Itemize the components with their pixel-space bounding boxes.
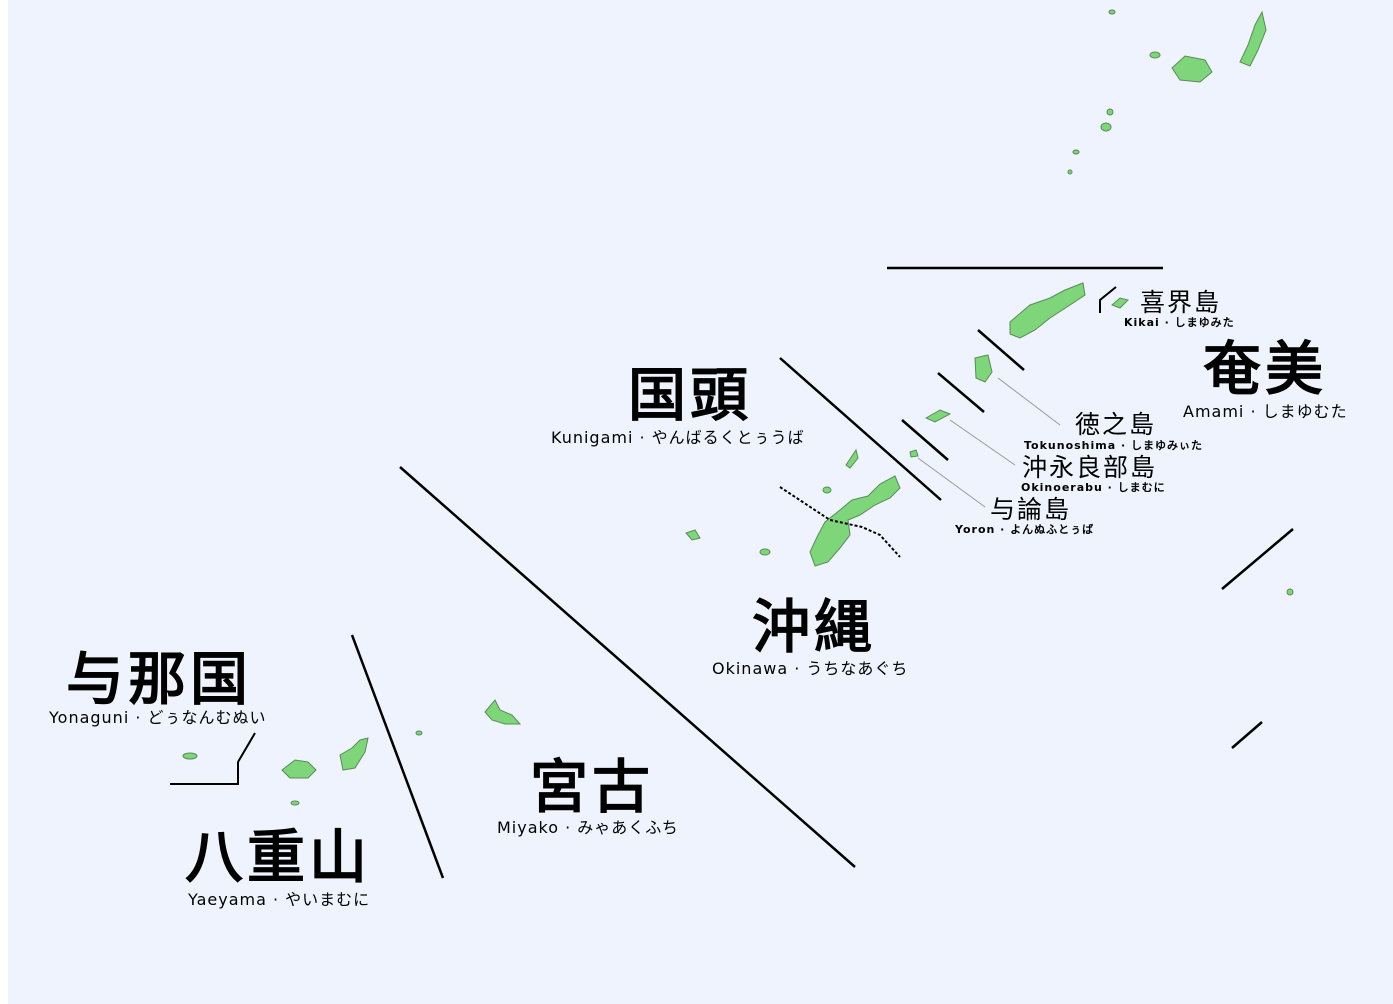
region-sub-kunigami: Kunigami · やんばるくとぅうば — [551, 428, 805, 447]
boundary-line — [901, 419, 949, 461]
region-name-yaeyama: 八重山 — [185, 823, 372, 891]
island-iheya — [845, 448, 859, 469]
region-name-kunigami: 国頭 — [628, 361, 753, 429]
island-sub-okinoerabu: Okinoerabu · しまむに — [1021, 481, 1166, 494]
island-small — [1149, 51, 1161, 59]
island-small — [1067, 169, 1073, 175]
map-canvas — [170, 9, 1294, 879]
island-name-okinoerabu: 沖永良部島 — [1022, 453, 1158, 482]
region-name-okinawa: 沖縄 — [752, 593, 877, 661]
island-small — [1286, 588, 1294, 596]
region-sub-yonaguni: Yonaguni · どぅなんむぬい — [49, 708, 267, 727]
island-hateruma — [290, 800, 300, 806]
boundary-line — [779, 357, 942, 501]
island-sub-tokunoshima: Tokunoshima · しまゆみぃた — [1024, 439, 1204, 452]
island-small — [822, 486, 832, 494]
island-yonaguni — [182, 752, 198, 760]
region-sub-miyako: Miyako · みゃあくふち — [497, 818, 679, 837]
region-sub-okinawa: Okinawa · うちなあぐち — [712, 659, 909, 678]
island-okinoerabu — [924, 409, 952, 423]
island-small — [1072, 149, 1080, 155]
leader-line-okinoerabu — [949, 419, 1016, 466]
boundary-line — [1231, 721, 1263, 749]
island-iriomote — [281, 759, 317, 779]
region-name-miyako: 宮古 — [530, 753, 655, 821]
island-small — [1106, 108, 1114, 116]
island-sub-yoron: Yoron · よんぬふとぅば — [955, 523, 1095, 536]
ryukyu-languages-map: 国頭 Kunigami · やんばるくとぅうば 奄美 Amami · しまゆむた… — [8, 0, 1393, 1004]
island-miyako — [484, 699, 522, 725]
island-small — [759, 548, 771, 556]
yonaguni-bracket — [170, 732, 256, 785]
island-name-yoron: 与論島 — [990, 495, 1072, 524]
island-small — [1100, 122, 1112, 132]
region-sub-yaeyama: Yaeyama · やいまむに — [188, 890, 371, 909]
island-tokunoshima — [974, 354, 993, 383]
region-name-amami: 奄美 — [1203, 335, 1328, 403]
boundary-lines — [170, 266, 1294, 879]
boundary-line — [1221, 528, 1294, 590]
island-small — [1108, 9, 1116, 15]
leader-lines — [917, 377, 1061, 508]
island-amami-oshima — [1009, 282, 1086, 339]
island-okinawa — [809, 475, 901, 567]
region-sub-amami: Amami · しまゆむた — [1183, 402, 1348, 421]
land-masses — [182, 9, 1294, 806]
island-yakushima — [1171, 55, 1213, 83]
boundary-line — [399, 466, 856, 868]
leader-line-yoron — [917, 457, 986, 508]
boundary-line — [977, 329, 1025, 371]
island-kume — [685, 529, 701, 541]
kikai-bracket — [1099, 286, 1117, 313]
island-ishigaki — [339, 737, 369, 771]
region-name-yonaguni: 与那国 — [66, 645, 253, 713]
island-name-tokunoshima: 徳之島 — [1075, 410, 1157, 439]
leader-line-tokunoshima — [997, 377, 1061, 426]
boundary-line — [350, 634, 445, 879]
okinawa-dialect-line — [779, 486, 901, 558]
island-tanegashima — [1239, 10, 1267, 67]
island-kikai — [1111, 297, 1129, 309]
island-tarama — [415, 730, 423, 736]
island-sub-kikai: Kikai · しまゆみた — [1124, 316, 1235, 329]
boundary-line — [937, 372, 985, 413]
island-name-kikai: 喜界島 — [1140, 288, 1222, 317]
island-yoron — [909, 449, 919, 458]
